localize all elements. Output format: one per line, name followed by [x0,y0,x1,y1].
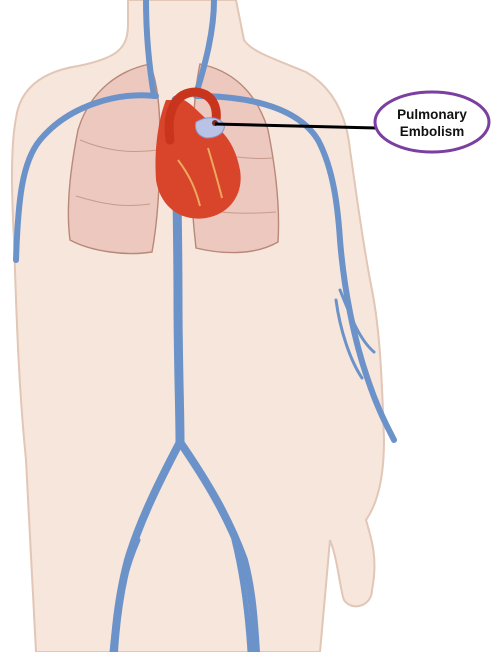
label-line-2: Embolism [400,123,465,140]
pulmonary-embolism-label: Pulmonary Embolism [374,92,490,154]
label-line-1: Pulmonary [397,106,467,123]
